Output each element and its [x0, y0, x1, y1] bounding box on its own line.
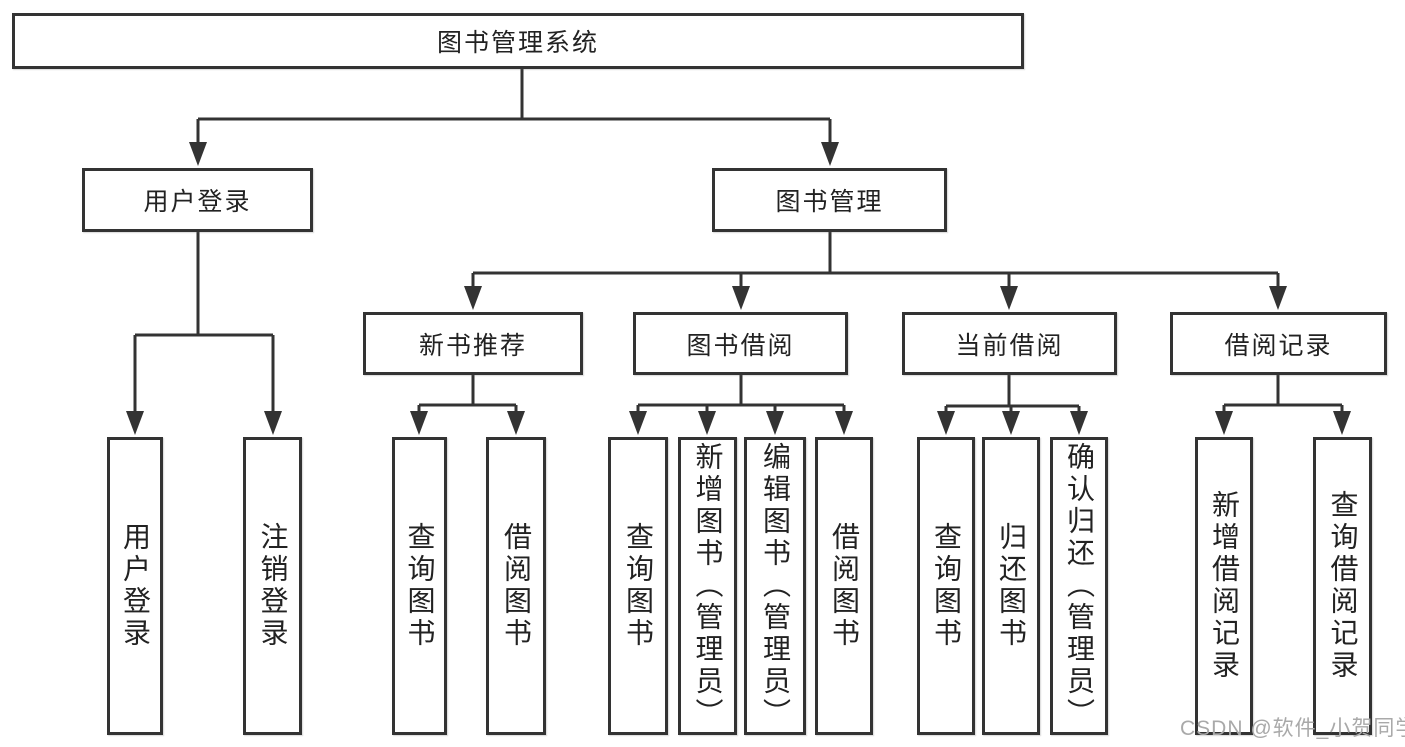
leaf-borrow-books-rec: 借阅图书 [486, 437, 546, 735]
node-user-login: 用户登录 [82, 168, 313, 232]
connector-current-borrow [944, 375, 1081, 419]
leaf-add-borrow-record-label: 新增借阅记录 [1209, 490, 1240, 682]
leaf-add-borrow-record: 新增借阅记录 [1195, 437, 1253, 735]
arrowhead [126, 411, 144, 435]
node-book-borrow-label: 图书借阅 [686, 331, 795, 360]
leaf-borrow-books-label: 借阅图书 [829, 522, 860, 650]
connector-user-login [133, 232, 275, 419]
leaf-logout: 注销登录 [243, 437, 302, 735]
arrowhead [732, 286, 750, 310]
arrowhead [464, 286, 482, 310]
arrowhead [1002, 411, 1020, 435]
arrowhead [937, 411, 955, 435]
leaf-edit-books-admin-label: 编辑图书（管理员） [760, 442, 791, 730]
arrowhead [1070, 411, 1088, 435]
leaf-query-borrow-record-label: 查询借阅记录 [1327, 490, 1359, 682]
leaf-borrow-books-rec-label: 借阅图书 [501, 522, 532, 650]
node-user-login-label: 用户登录 [143, 188, 252, 216]
watermark: CSDN @软件_小贺同学 [1180, 717, 1405, 740]
leaf-add-books-admin-label: 新增图书（管理员） [692, 442, 724, 730]
node-root-label: 图书管理系统 [436, 29, 599, 57]
arrowhead [821, 142, 839, 166]
node-current-borrow: 当前借阅 [902, 312, 1117, 375]
node-borrow-records-label: 借阅记录 [1224, 331, 1333, 360]
arrowhead [410, 411, 428, 435]
leaf-user-login-label: 用户登录 [120, 522, 151, 650]
leaf-edit-books-admin: 编辑图书（管理员） [744, 437, 806, 735]
arrowhead [1333, 411, 1351, 435]
arrowhead [629, 411, 647, 435]
node-new-book-rec: 新书推荐 [363, 312, 583, 375]
leaf-borrow-books: 借阅图书 [815, 437, 873, 735]
node-book-mgmt-label: 图书管理 [775, 188, 884, 216]
arrowhead [1269, 286, 1287, 310]
arrowhead [1000, 286, 1018, 310]
leaf-query-books-current: 查询图书 [917, 437, 975, 735]
leaf-return-books: 归还图书 [982, 437, 1040, 735]
node-book-mgmt: 图书管理 [712, 168, 947, 232]
arrowhead [835, 411, 853, 435]
node-current-borrow-label: 当前借阅 [955, 331, 1064, 360]
leaf-query-books-rec: 查询图书 [392, 437, 447, 735]
leaf-add-books-admin: 新增图书（管理员） [678, 437, 737, 735]
leaf-query-borrow-record: 查询借阅记录 [1313, 437, 1372, 735]
node-root: 图书管理系统 [12, 13, 1024, 69]
connector-book-borrow [636, 375, 846, 419]
arrowhead [264, 411, 282, 435]
leaf-query-books-borrow: 查询图书 [608, 437, 668, 735]
node-borrow-records: 借阅记录 [1170, 312, 1387, 375]
leaf-confirm-return-admin-label: 确认归还（管理员） [1064, 442, 1095, 730]
leaf-query-books-rec-label: 查询图书 [404, 522, 436, 650]
node-book-borrow: 图书借阅 [633, 312, 848, 375]
arrowhead [189, 142, 207, 166]
arrowhead [507, 411, 525, 435]
connector-root [196, 68, 832, 150]
leaf-query-books-current-label: 查询图书 [931, 522, 962, 650]
connector-new-book-rec [417, 375, 518, 419]
leaf-user-login: 用户登录 [107, 437, 163, 735]
connector-borrow-records [1222, 375, 1344, 419]
connector-book-mgmt [471, 232, 1280, 294]
node-new-book-rec-label: 新书推荐 [418, 331, 527, 360]
leaf-query-books-borrow-label: 查询图书 [623, 522, 654, 650]
arrowhead [698, 411, 716, 435]
arrowhead [766, 411, 784, 435]
arrowhead [1215, 411, 1233, 435]
leaf-return-books-label: 归还图书 [996, 522, 1027, 650]
leaf-confirm-return-admin: 确认归还（管理员） [1050, 437, 1108, 735]
leaf-logout-label: 注销登录 [257, 522, 289, 650]
